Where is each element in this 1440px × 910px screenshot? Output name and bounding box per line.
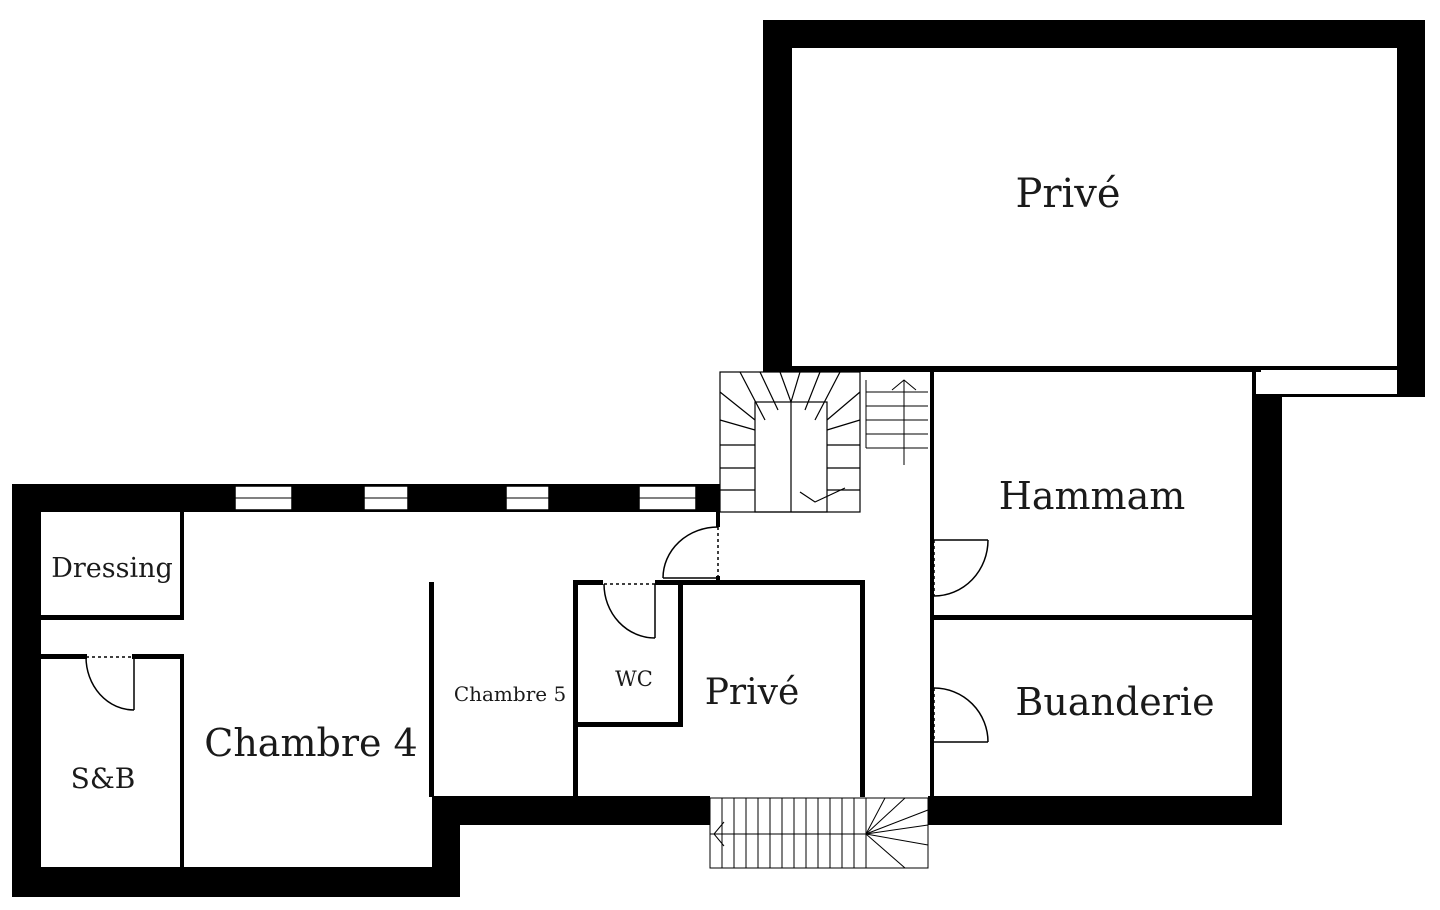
room-label-dressing: Dressing <box>51 553 173 584</box>
right-wing-walls <box>928 370 1282 825</box>
room-label-prive-top: Privé <box>1015 171 1120 217</box>
left-wing-walls <box>12 484 720 897</box>
room-label-sdb: S&B <box>71 762 136 795</box>
stair-top <box>719 371 861 513</box>
interior-walls <box>39 370 934 868</box>
prive-top-walls <box>763 20 1425 397</box>
stair-bottom <box>709 797 929 869</box>
doors <box>85 526 989 743</box>
room-label-chambre4: Chambre 4 <box>204 721 417 765</box>
room-labels: Privé Hammam Dressing Chambre 5 WC Privé… <box>51 171 1214 795</box>
room-label-hammam: Hammam <box>999 474 1186 518</box>
room-label-prive-mid: Privé <box>705 672 800 713</box>
room-label-chambre5: Chambre 5 <box>454 682 566 706</box>
windows <box>234 485 697 511</box>
room-label-wc: WC <box>615 667 653 691</box>
stair-corridor <box>865 379 928 465</box>
room-label-buanderie: Buanderie <box>1015 680 1214 724</box>
